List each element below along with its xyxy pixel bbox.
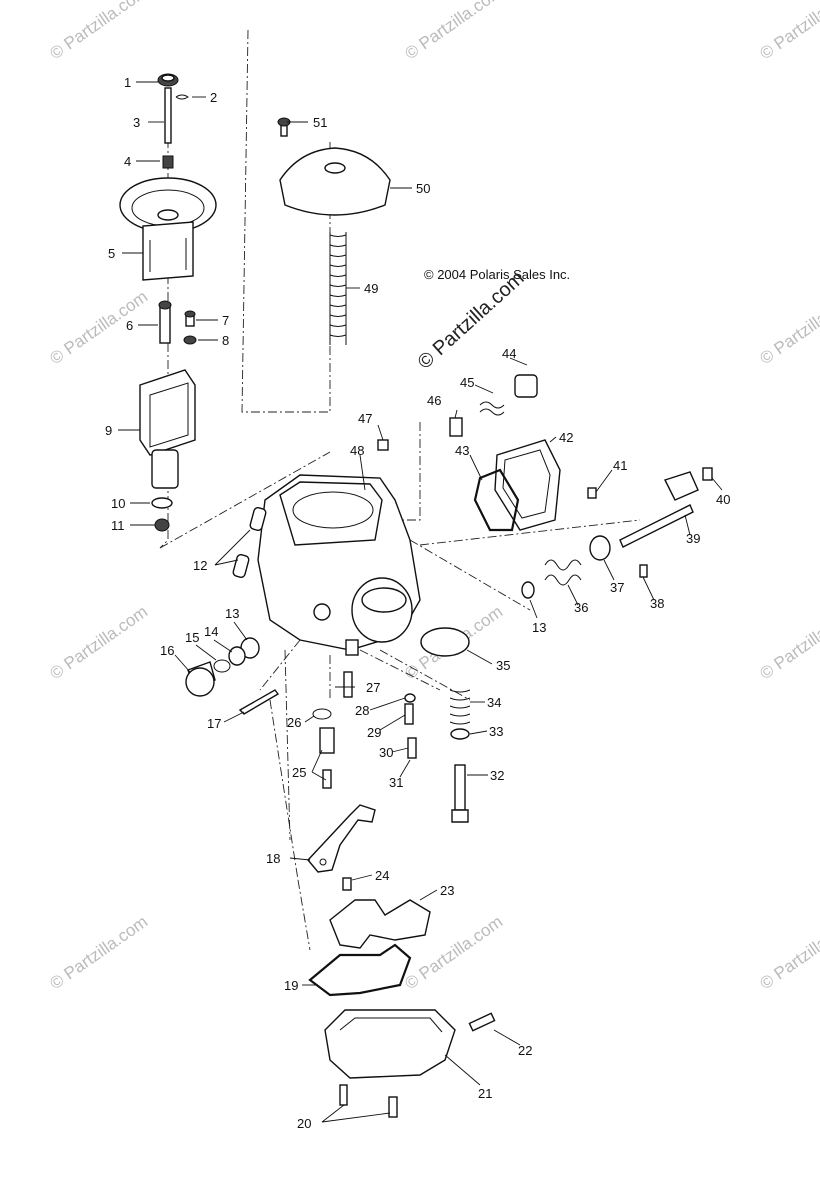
callout-43: 43	[455, 443, 469, 458]
callout-18: 18	[266, 851, 280, 866]
callout-13-left: 13	[225, 606, 239, 621]
watermark-text: © Partzilla.com	[756, 912, 820, 993]
callout-19: 19	[284, 978, 298, 993]
part-needle-assembly	[157, 73, 189, 169]
callout-15: 15	[185, 630, 199, 645]
part-gasket-19	[308, 943, 412, 997]
callout-2: 2	[210, 90, 217, 105]
callout-7: 7	[222, 313, 229, 328]
part-left-fittings	[185, 637, 280, 715]
callout-12: 12	[193, 558, 207, 573]
part-screw-spring-32-35	[420, 627, 471, 823]
part-jet-screw	[158, 300, 197, 345]
part-diaphragm-slide	[119, 177, 217, 281]
callout-13-right: 13	[532, 620, 546, 635]
callout-27: 27	[366, 680, 380, 695]
callout-34: 34	[487, 695, 501, 710]
callout-29: 29	[367, 725, 381, 740]
callout-30: 30	[379, 745, 393, 760]
callout-10: 10	[111, 496, 125, 511]
part-washer-nut	[151, 497, 173, 532]
part-screw-22	[468, 1012, 496, 1032]
part-slide-body	[139, 369, 196, 489]
copyright-text: © 2004 Polaris Sales Inc.	[424, 267, 570, 282]
callout-40: 40	[716, 492, 730, 507]
watermark-layer: © Partzilla.com © Partzilla.com © Partzi…	[46, 0, 820, 993]
callout-14: 14	[204, 624, 218, 639]
callout-37: 37	[610, 580, 624, 595]
part-float-23	[329, 877, 431, 949]
assembly-centerlines	[159, 29, 641, 951]
callout-38: 38	[650, 596, 664, 611]
watermark-text: © Partzilla.com	[46, 912, 151, 993]
part-jets	[312, 671, 417, 789]
callout-24: 24	[375, 868, 389, 883]
callout-9: 9	[105, 423, 112, 438]
callout-labels: 1 2 3 4 5 6 7 8 9 10 11 12 13 13 14 15 1…	[105, 75, 730, 1131]
part-screws-20	[339, 1084, 398, 1118]
callout-6: 6	[126, 318, 133, 333]
part-spring-49	[329, 232, 347, 345]
callout-49: 49	[364, 281, 378, 296]
part-float-bowl	[324, 1009, 456, 1079]
callout-1: 1	[124, 75, 131, 90]
part-top-cover	[277, 117, 391, 216]
watermark-text: © Partzilla.com	[46, 287, 151, 368]
callout-33: 33	[489, 724, 503, 739]
callout-16: 16	[160, 643, 174, 658]
callout-32: 32	[490, 768, 504, 783]
callout-44: 44	[502, 346, 516, 361]
callout-17: 17	[207, 716, 221, 731]
part-cover-plunger	[377, 374, 561, 532]
callout-11: 11	[111, 518, 125, 533]
callout-45: 45	[460, 375, 474, 390]
callout-22: 22	[518, 1043, 532, 1058]
callout-35: 35	[496, 658, 510, 673]
watermark-text: © Partzilla.com	[401, 0, 506, 63]
callout-47: 47	[358, 411, 372, 426]
part-bracket-18	[307, 804, 376, 873]
callout-28: 28	[355, 703, 369, 718]
watermark-text: © Partzilla.com	[756, 0, 820, 63]
callout-21: 21	[478, 1086, 492, 1101]
callout-5: 5	[108, 246, 115, 261]
callout-26: 26	[287, 715, 301, 730]
callout-41: 41	[613, 458, 627, 473]
leader-lines	[118, 81, 723, 1123]
callout-31: 31	[389, 775, 403, 790]
callout-4: 4	[124, 154, 131, 169]
watermark-text: © Partzilla.com	[46, 602, 151, 683]
callout-42: 42	[559, 430, 573, 445]
callout-50: 50	[416, 181, 430, 196]
watermark-text: © Partzilla.com	[756, 287, 820, 368]
callout-48: 48	[350, 443, 364, 458]
part-carburetor-body	[257, 474, 421, 656]
part-throttle-shaft	[521, 467, 713, 599]
callout-46: 46	[427, 393, 441, 408]
callout-23: 23	[440, 883, 454, 898]
callout-51: 51	[313, 115, 327, 130]
watermark-text: © Partzilla.com	[46, 0, 151, 63]
callout-25: 25	[292, 765, 306, 780]
callout-20: 20	[297, 1116, 311, 1131]
watermark-text: © Partzilla.com	[756, 602, 820, 683]
callout-3: 3	[133, 115, 140, 130]
callout-8: 8	[222, 333, 229, 348]
callout-39: 39	[686, 531, 700, 546]
callout-36: 36	[574, 600, 588, 615]
